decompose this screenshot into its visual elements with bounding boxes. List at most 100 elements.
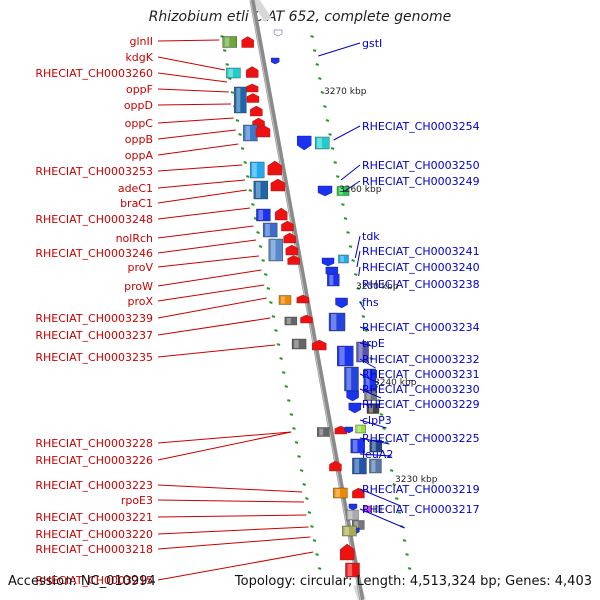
gene-label-left: kdgK: [125, 51, 153, 64]
gene-block-shine: [354, 521, 359, 529]
scale-tick-right: [402, 539, 407, 542]
gene-block: [268, 238, 284, 262]
gene-block-body: [328, 312, 346, 332]
gene-block-body: [291, 338, 307, 350]
gene-block-shine: [371, 460, 376, 472]
scale-tick-left: [245, 175, 250, 178]
scale-tick-right: [397, 511, 402, 514]
gene-block-shine: [375, 507, 378, 511]
left-leader-line: [157, 239, 257, 254]
left-leader-line: [157, 103, 232, 106]
left-leader-line: [157, 72, 228, 83]
gene-label-left: RHECIAT_CH0003239: [35, 312, 153, 325]
gene-block: [369, 458, 382, 474]
gene-arrow-forward: [300, 314, 313, 324]
scale-position-label: 3250 kbp: [356, 282, 399, 292]
gene-block-shine: [335, 489, 341, 497]
scale-tick-right: [335, 175, 340, 178]
right-leader-line: [354, 235, 361, 259]
gene-arrow-reverse: [348, 503, 358, 511]
gene-block: [328, 312, 346, 332]
gene-arrow-reverse: [346, 390, 359, 402]
scale-tick-right: [351, 259, 355, 262]
left-leader-line: [157, 526, 309, 535]
gene-block-shine: [352, 440, 358, 452]
map-title: Rhizobium etli CIAT 652, complete genome: [148, 9, 452, 25]
gene-label-left: oppA: [125, 149, 154, 162]
gene-block: [337, 345, 354, 367]
left-leader-line: [157, 129, 236, 140]
gene-block-shine: [371, 441, 376, 451]
gene-label-left: RHECIAT_CH0003228: [35, 437, 153, 450]
scale-tick-right: [353, 273, 358, 276]
gene-label-right: RHECIAT_CH0003231: [362, 368, 480, 381]
scale-tick-right: [312, 49, 317, 52]
gene-block: [346, 509, 359, 521]
right-leader-line: [359, 508, 405, 529]
gene-block-shine: [357, 426, 361, 432]
gene-arrow-reverse: [344, 426, 354, 434]
gene-arrow-reverse: [270, 57, 280, 65]
right-leader-line: [359, 301, 366, 311]
gene-block-shine: [331, 314, 337, 330]
scale-tick-right: [364, 329, 368, 332]
gene-block-body: [234, 86, 247, 114]
scale-tick-left: [317, 567, 322, 570]
scale-tick-left: [251, 203, 255, 206]
gene-label-left: RHECIAT_CH0003253: [35, 165, 153, 178]
scale-tick-right: [325, 119, 330, 122]
gene-block: [249, 161, 265, 179]
right-leader-line: [359, 437, 390, 445]
gene-block: [317, 427, 330, 437]
gene-block: [369, 439, 382, 453]
gene-block: [262, 222, 278, 238]
gene-block-body: [333, 487, 348, 499]
gene-block: [234, 86, 247, 114]
gene-label-right: RHECIAT_CH0003254: [362, 120, 480, 133]
gene-block-shine: [319, 428, 324, 436]
gene-label-right: RHECIAT_CH0003225: [362, 432, 480, 445]
left-leader-line: [157, 431, 292, 444]
right-leader-line: [359, 488, 401, 507]
left-leader-line: [157, 431, 292, 461]
gene-block-shine: [365, 507, 368, 511]
gene-label-left: RHECIAT_CH0003237: [35, 329, 153, 342]
left-leader-line: [157, 225, 254, 239]
gene-block-body: [356, 341, 369, 363]
genome-summary: Topology: circular; Length: 4,513,324 bp…: [234, 574, 592, 589]
scale-position-label: 3230 kbp: [395, 475, 438, 485]
left-leader-line: [157, 317, 271, 336]
gene-block: [327, 273, 340, 287]
gene-block-shine: [265, 224, 270, 236]
right-leader-line: [359, 388, 382, 399]
gene-block: [256, 208, 271, 222]
gene-block-shine: [317, 138, 322, 148]
gene-label-left: RHECIAT_CH0003218: [35, 543, 153, 556]
gene-label-right: RHECIAT_CH0003240: [362, 261, 480, 274]
gene-label-left: oppF: [126, 83, 153, 96]
axis-fade-top: [251, 0, 272, 23]
scale-tick-right: [361, 315, 366, 318]
scale-tick-right: [315, 63, 320, 66]
gene-block-shine: [228, 69, 234, 77]
gene-arrow-reverse: [317, 185, 333, 197]
scale-tick-right: [348, 245, 353, 248]
gene-block-body: [226, 67, 241, 79]
gene-label-left: braC1: [120, 197, 153, 210]
left-leader-line: [157, 143, 239, 156]
scale-tick-left: [297, 455, 301, 458]
left-leader-line: [157, 39, 220, 42]
scale-tick-right: [369, 357, 373, 360]
gene-block: [356, 341, 369, 363]
right-leader-line: [356, 250, 361, 268]
gene-label-left: RHECIAT_CH0003221: [35, 511, 153, 524]
left-leader-line: [157, 344, 276, 358]
gene-block-shine: [348, 511, 353, 519]
scale-tick-right: [343, 217, 348, 220]
left-leader-line: [157, 499, 305, 503]
gene-block-body: [369, 458, 382, 474]
scale-tick-left: [276, 343, 281, 346]
scale-tick-left: [284, 385, 289, 388]
gene-label-left: RHECIAT_CH0003248: [35, 213, 153, 226]
